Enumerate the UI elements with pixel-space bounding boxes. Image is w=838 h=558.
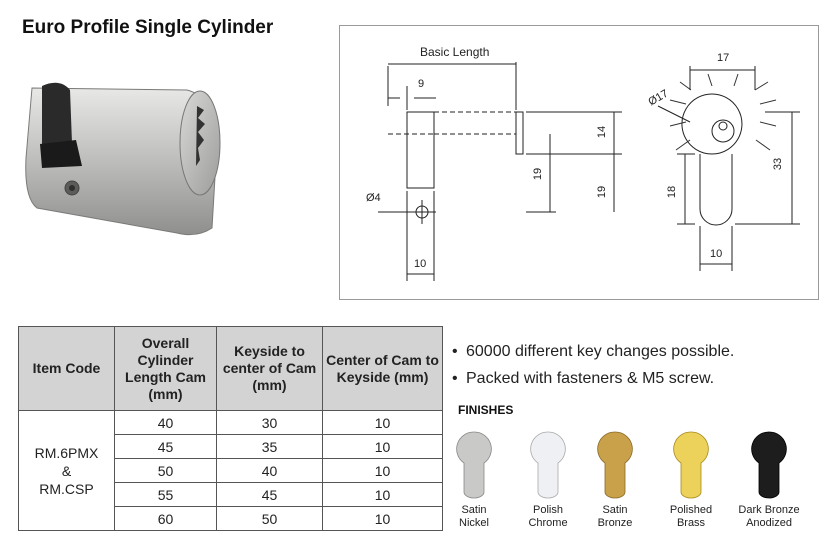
dim-19-right: 19: [596, 185, 609, 199]
dim-19-left: 19: [532, 167, 545, 181]
dim-diameter-4: Ø4: [366, 192, 381, 204]
list-item: •Packed with fasteners & M5 screw.: [452, 370, 715, 387]
finish-swatch-icon: [597, 431, 633, 499]
dim-17: 17: [717, 52, 730, 64]
table-cell: 10: [322, 506, 443, 531]
technical-drawing: Basic Length 9 17 Ø17 14 19 19 Ø4 33 18 …: [339, 25, 819, 300]
finishes-title: FINISHES: [458, 403, 514, 417]
header-item-code: Item Code: [18, 326, 115, 411]
basic-length-label: Basic Length: [420, 45, 490, 59]
dim-10-left: 10: [414, 258, 427, 270]
dim-10-right: 10: [710, 248, 723, 260]
finish-swatch-icon: [456, 431, 492, 499]
table-cell: 50: [216, 506, 323, 531]
dim-18: 18: [666, 185, 679, 199]
page-title: Euro Profile Single Cylinder: [22, 17, 274, 38]
table-cell: 60: [114, 506, 217, 531]
header-keyside-center: Keyside to center of Cam (mm): [216, 326, 323, 411]
table-cell: 30: [216, 410, 323, 435]
finish-swatch-icon: [751, 431, 787, 499]
table-cell: 45: [114, 434, 217, 459]
table-cell: 10: [322, 458, 443, 483]
table-cell: 10: [322, 482, 443, 507]
table-cell: 40: [114, 410, 217, 435]
header-center-keyside: Center of Cam to Keyside (mm): [322, 326, 443, 411]
spec-table: Item Code Overall Cylinder Length Cam (m…: [18, 326, 443, 531]
list-item: •60000 different key changes possible.: [452, 343, 735, 360]
table-cell: 10: [322, 434, 443, 459]
finish-swatch-icon: [673, 431, 709, 499]
dim-9: 9: [418, 78, 425, 90]
dim-14: 14: [596, 125, 609, 139]
product-photo: [12, 48, 232, 248]
item-code-cell: RM.6PMX & RM.CSP: [18, 410, 115, 531]
table-cell: 45: [216, 482, 323, 507]
table-cell: 55: [114, 482, 217, 507]
finish-swatch-icon: [530, 431, 566, 499]
table-row: 50 40 10: [19, 458, 443, 483]
table-header-row: Item Code Overall Cylinder Length Cam (m…: [18, 326, 443, 411]
table-cell: 50: [114, 458, 217, 483]
table-row: 60 50 10: [19, 506, 443, 531]
feature-list: •60000 different key changes possible. •…: [452, 338, 734, 392]
table-row: RM.6PMX & RM.CSP 40 30 10: [18, 410, 443, 531]
table-cell: 10: [322, 410, 443, 435]
table-cell: 35: [216, 434, 323, 459]
table-cell: 40: [216, 458, 323, 483]
header-overall-length: Overall Cylinder Length Cam (mm): [114, 326, 217, 411]
dim-33: 33: [772, 157, 785, 171]
